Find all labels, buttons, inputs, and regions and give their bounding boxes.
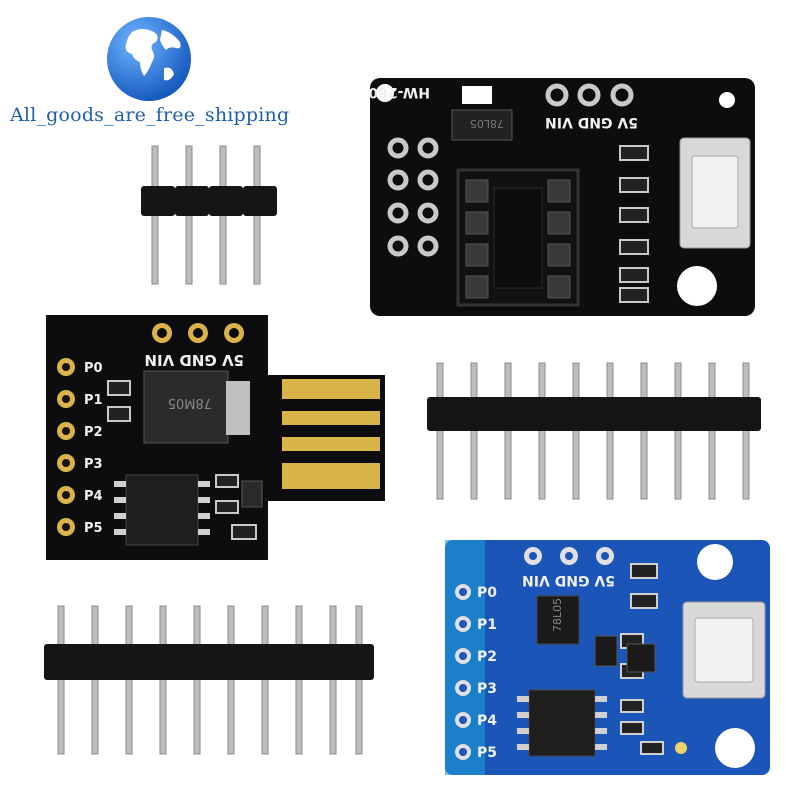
- board-model-label: HW-260: [370, 84, 430, 100]
- pin-label-p2: P2: [84, 425, 103, 440]
- pin-label-p1: P1: [84, 393, 103, 408]
- board-blue: 5V GND VIN P0 P1 P2 P3 P4 P5 78L05: [445, 540, 770, 775]
- blue-regulator-label: 78L05: [551, 598, 564, 632]
- pin-header-4: [141, 145, 277, 285]
- watermark-text: All_goods_are_free_shipping: [10, 104, 290, 126]
- blue-pin-label-p1: P1: [477, 617, 497, 633]
- pin-header-10-left: [44, 605, 374, 755]
- pin-label-p5: P5: [84, 521, 103, 536]
- usb-power-pins-label: 5V GND VIN: [144, 351, 244, 369]
- pin-label-p3: P3: [84, 457, 103, 472]
- power-pins-label: 5V GND VIN: [545, 114, 638, 130]
- blue-pin-label-p5: P5: [477, 745, 497, 761]
- pin-label-p4: P4: [84, 489, 103, 504]
- blue-pin-label-p3: P3: [477, 681, 497, 697]
- board-hw260: HW-260 5V GND VIN 78L05: [370, 78, 755, 316]
- pin-label-p0: P0: [84, 361, 103, 376]
- pin-header-10-right: [427, 362, 761, 500]
- blue-power-pins-label: 5V GND VIN: [522, 572, 615, 588]
- board-digispark-usb: 5V GND VIN P0 P1 P2 P3 P4 P5 78M05: [46, 315, 385, 560]
- blue-pin-label-p2: P2: [477, 649, 497, 665]
- usb-regulator-label: 78M05: [168, 395, 212, 410]
- blue-pin-label-p4: P4: [477, 713, 497, 729]
- blue-pin-label-p0: P0: [477, 585, 497, 601]
- regulator-label: 78L05: [470, 117, 504, 130]
- globe-logo: [107, 17, 191, 101]
